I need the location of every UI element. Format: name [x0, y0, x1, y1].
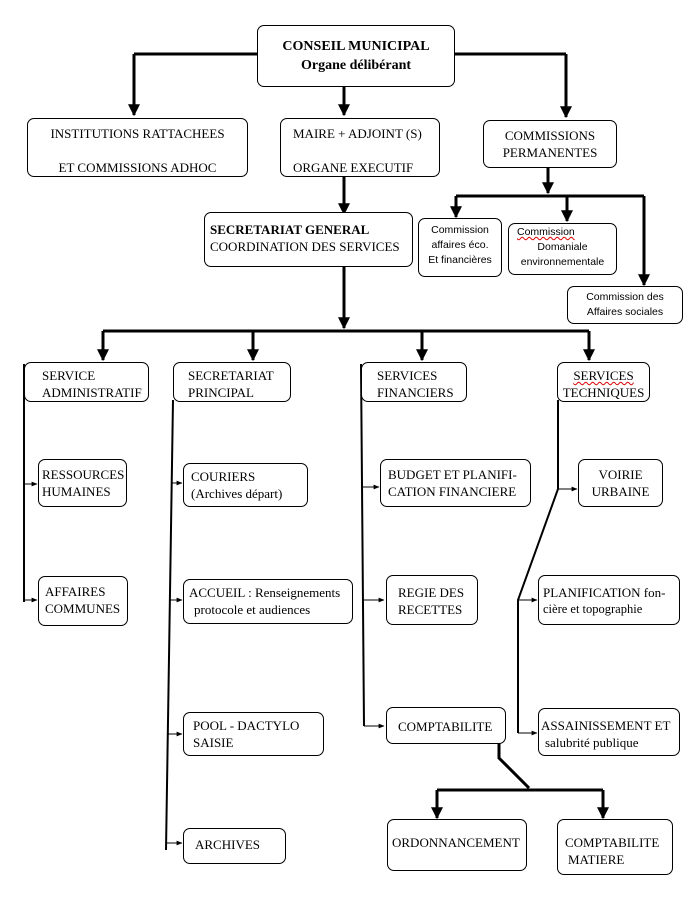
budget-line-2: CATION FINANCIERE [388, 484, 517, 499]
comptabilite-matiere-line-2: MATIERE [568, 852, 625, 867]
accueil-line-2: protocole et audiences [194, 602, 311, 617]
comptabilite-matiere-line-1: COMPTABILITE [565, 835, 660, 850]
voirie-urbaine-box: VOIRIE URBAINE [578, 459, 663, 507]
commission-domaniale-line-1: Commission [517, 226, 575, 238]
budget-box: BUDGET ET PLANIFI- CATION FINANCIERE [380, 459, 531, 507]
services-financiers-box: SERVICES FINANCIERS [361, 362, 467, 402]
commissions-line-1: COMMISSIONS [504, 128, 596, 143]
voirie-line-2: URBAINE [591, 484, 650, 499]
conseil-municipal-box: CONSEIL MUNICIPAL Organe délibérant [257, 25, 455, 87]
maire-line-2: ORGANE EXECUTIF [293, 160, 414, 175]
ressources-humaines-line-2: HUMAINES [42, 484, 111, 499]
planification-line-1: PLANIFICATION fon- [543, 585, 666, 600]
maire-box: MAIRE + ADJOINT (S) ORGANE EXECUTIF [280, 118, 440, 177]
commission-sociales-line-1: Commission des [586, 291, 664, 303]
couriers-line-2: (Archives départ) [191, 486, 283, 501]
pool-dactylo-line-2: SAISIE [193, 735, 234, 750]
service-administratif-line-2: ADMINISTRATIF [42, 385, 142, 400]
couriers-line-1: COURIERS [191, 469, 256, 484]
assainissement-line-2: salubrité publique [545, 735, 639, 750]
ordonnancement-line-1: ORDONNANCEMENT [392, 835, 520, 850]
accueil-box: ACCUEIL : Renseignements protocole et au… [183, 579, 353, 624]
institutions-line-1: INSTITUTIONS RATTACHEES [50, 126, 225, 141]
comptabilite-box: COMPTABILITE [386, 707, 506, 744]
commission-sociales-line-2: Affaires sociales [586, 306, 664, 318]
commission-sociales-box: Commission des Affaires sociales [567, 286, 683, 324]
planification-box: PLANIFICATION fon- cière et topographie [538, 575, 680, 625]
service-administratif-box: SERVICE ADMINISTRATIF [24, 362, 149, 402]
commission-domaniale-line-2: Domaniale [537, 241, 588, 253]
affaires-communes-box: AFFAIRES COMMUNES [38, 576, 128, 626]
couriers-box: COURIERS (Archives départ) [183, 463, 308, 507]
pool-dactylo-line-1: POOL - DACTYLO [193, 718, 300, 733]
affaires-communes-line-2: COMMUNES [45, 601, 121, 616]
secretariat-principal-box: SECRETARIAT PRINCIPAL [173, 362, 291, 402]
services-techniques-line-2: TECHNIQUES [562, 385, 645, 400]
comptabilite-line-1: COMPTABILITE [398, 719, 493, 734]
planification-line-2: cière et topographie [543, 602, 643, 616]
commission-eco-line-1: Commission [431, 224, 489, 236]
commissions-line-2: PERMANENTES [502, 145, 598, 160]
services-financiers-line-1: SERVICES [377, 368, 438, 383]
archives-line-1: ARCHIVES [195, 837, 261, 852]
services-techniques-line-1: SERVICES [573, 368, 634, 383]
secretariat-general-subtitle: COORDINATION DES SERVICES [210, 239, 400, 254]
service-administratif-line-1: SERVICE [42, 368, 96, 383]
archives-box: ARCHIVES [183, 828, 286, 864]
secretariat-general-box: SECRETARIAT GENERAL COORDINATION DES SER… [204, 212, 413, 267]
secretariat-principal-line-2: PRINCIPAL [188, 385, 254, 400]
institutions-line-2: ET COMMISSIONS ADHOC [58, 160, 217, 175]
assainissement-box: ASSAINISSEMENT ET salubrité publique [538, 708, 680, 756]
accueil-line-1: ACCUEIL : Renseignements [189, 585, 341, 600]
regie-line-1: REGIE DES [398, 585, 465, 600]
ressources-humaines-line-1: RESSOURCES [42, 467, 125, 482]
ordonnancement-box: ORDONNANCEMENT [387, 819, 527, 871]
commission-domaniale-line-3: environnementale [520, 256, 605, 268]
commissions-permanentes-box: COMMISSIONS PERMANENTES [483, 120, 617, 168]
institutions-box: INSTITUTIONS RATTACHEES ET COMMISSIONS A… [27, 118, 248, 177]
conseil-subtitle: Organe délibérant [300, 58, 412, 73]
services-techniques-box: SERVICES TECHNIQUES [557, 362, 650, 402]
regie-recettes-box: REGIE DES RECETTES [386, 575, 478, 625]
maire-line-1: MAIRE + ADJOINT (S) [293, 126, 422, 141]
conseil-title: CONSEIL MUNICIPAL [282, 39, 430, 54]
services-financiers-line-2: FINANCIERS [377, 385, 454, 400]
budget-line-1: BUDGET ET PLANIFI- [388, 467, 517, 482]
commission-eco-box: Commission affaires éco. Et financières [418, 218, 502, 277]
secretariat-general-title: SECRETARIAT GENERAL [210, 222, 370, 237]
assainissement-line-1: ASSAINISSEMENT ET [541, 718, 671, 733]
ressources-humaines-box: RESSOURCES HUMAINES [38, 459, 127, 507]
commission-eco-line-2: affaires éco. [431, 239, 489, 251]
pool-dactylo-box: POOL - DACTYLO SAISIE [183, 712, 324, 756]
affaires-communes-line-1: AFFAIRES [45, 584, 106, 599]
commission-domaniale-box: Commission Domaniale environnementale [508, 223, 617, 275]
voirie-line-1: VOIRIE [598, 467, 643, 482]
regie-line-2: RECETTES [398, 602, 463, 617]
secretariat-principal-line-1: SECRETARIAT [188, 368, 274, 383]
comptabilite-matiere-box: COMPTABILITE MATIERE [557, 819, 673, 875]
commission-eco-line-3: Et financières [428, 254, 492, 266]
